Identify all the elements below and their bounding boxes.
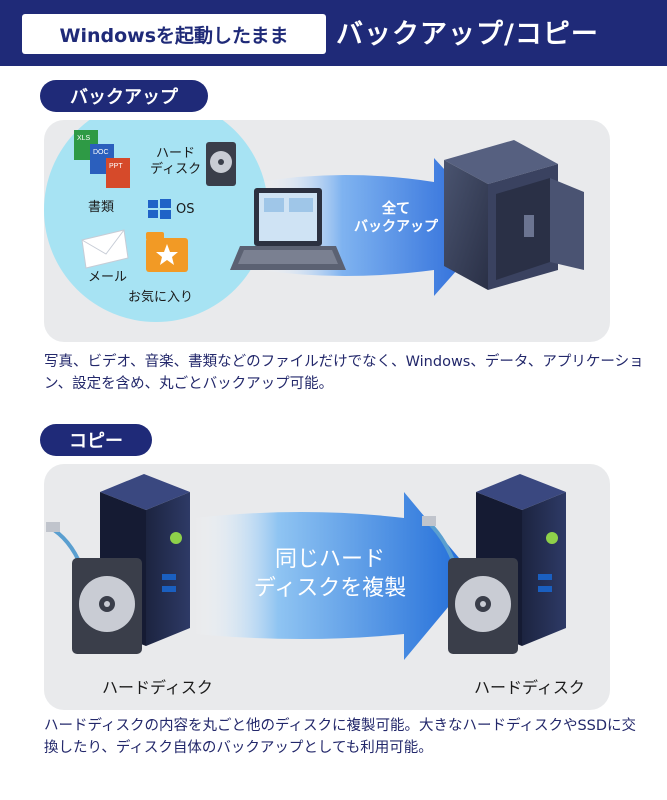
copy-arrow bbox=[194, 492, 474, 660]
os-label: OS bbox=[176, 202, 195, 217]
mail-icon bbox=[81, 229, 129, 269]
svg-text:DOC: DOC bbox=[93, 149, 109, 156]
copy-panel: 同じハード ディスクを複製 ハードディスク ハードディスク bbox=[44, 464, 610, 710]
hard-disk-label: ハード ディスク bbox=[150, 146, 202, 178]
header-box-label: Windowsを起動したまま bbox=[22, 14, 326, 54]
safe-icon bbox=[444, 140, 584, 290]
hard-disk-icon bbox=[206, 142, 236, 186]
right-hard-disk-icon bbox=[448, 558, 518, 654]
backup-description: 写真、ビデオ、音楽、書類などのファイルだけでなく、Windows、データ、アプリ… bbox=[44, 354, 644, 392]
laptop-icon bbox=[230, 188, 346, 270]
svg-text:PPT: PPT bbox=[109, 163, 123, 170]
copy-description: ハードディスクの内容を丸ごと他のディスクに複製可能。大きなハードディスクやSSD… bbox=[44, 718, 637, 756]
header-title: バックアップ/コピー bbox=[336, 19, 599, 50]
favorites-folder-icon bbox=[146, 232, 188, 272]
copy-arrow-text: 同じハード ディスクを複製 bbox=[253, 547, 407, 601]
backup-arrow-text: 全て バックアップ bbox=[354, 201, 438, 236]
backup-illustration: XLS DOC PPT bbox=[44, 120, 584, 322]
file-icons: XLS DOC PPT bbox=[74, 130, 130, 188]
svg-text:XLS: XLS bbox=[77, 135, 91, 142]
right-hard-disk-label: ハードディスク bbox=[474, 678, 585, 697]
header-bar: Windowsを起動したまま バックアップ/コピー bbox=[0, 0, 667, 66]
favorites-label: お気に入り bbox=[128, 290, 194, 305]
copy-pill: コピー bbox=[40, 424, 152, 456]
backup-pill: バックアップ bbox=[40, 80, 208, 112]
copy-illustration bbox=[46, 474, 566, 660]
left-hard-disk-icon bbox=[72, 558, 142, 654]
documents-label: 書類 bbox=[88, 200, 115, 215]
left-hard-disk-label: ハードディスク bbox=[102, 678, 213, 697]
windows-logo-icon bbox=[148, 199, 171, 219]
backup-panel: XLS DOC PPT bbox=[44, 120, 610, 342]
mail-label: メール bbox=[88, 270, 128, 285]
